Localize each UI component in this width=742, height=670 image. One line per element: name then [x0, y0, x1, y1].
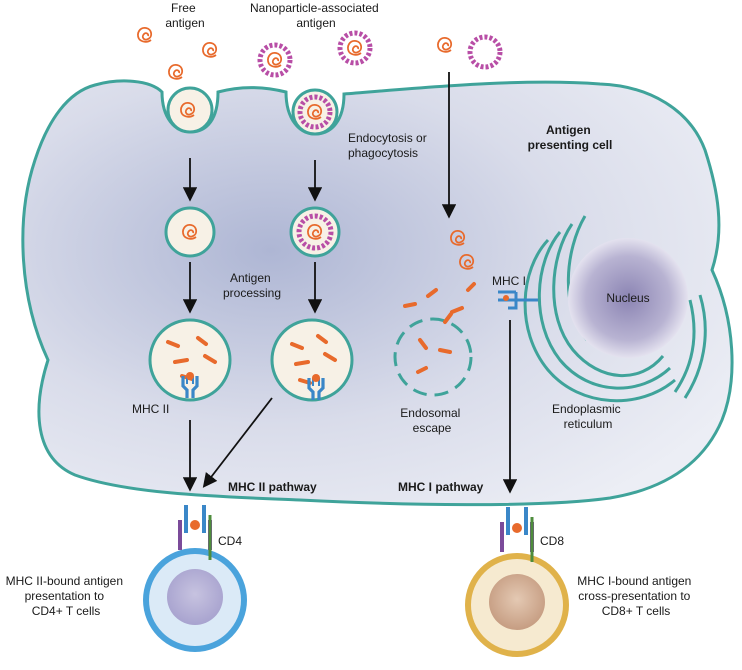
- nanoparticle-icon: [297, 94, 333, 130]
- endocytosis-label: Endocytosis or phagocytosis: [348, 131, 430, 160]
- nanoparticle-icon: [337, 30, 373, 66]
- mhc1-label: MHC I: [492, 274, 526, 288]
- antigen-processing-label: Antigen processing: [223, 271, 281, 300]
- cd4-label: CD4: [218, 534, 242, 548]
- endosomal-escape-vesicle: [393, 282, 476, 397]
- antigen-icon: [437, 36, 453, 53]
- cd4-presentation-label: MHC II-bound antigen presentation to CD4…: [6, 574, 127, 618]
- nanoparticle-icon: [467, 34, 503, 70]
- nucleus-label: Nucleus: [606, 291, 649, 305]
- cd8-presentation-label: MHC I-bound antigen cross-presentation t…: [577, 574, 694, 618]
- antigen-icon: [202, 41, 218, 58]
- nucleus: [568, 238, 688, 358]
- cd8-t-cell: [465, 507, 569, 657]
- free-antigen-pit: [166, 86, 214, 134]
- free-antigen-label: Free antigen: [165, 1, 204, 30]
- er-label: Endoplasmic reticulum: [552, 402, 624, 431]
- mhc1-molecule: [498, 290, 538, 310]
- np-antigen-vesicle: [289, 206, 341, 258]
- arrows: [182, 72, 518, 494]
- free-antigen-vesicle: [164, 206, 216, 258]
- cd8-label: CD8: [540, 534, 564, 548]
- np-antigen-label: Nanoparticle-associated antigen: [250, 1, 382, 30]
- apc-label: Antigen presenting cell: [528, 123, 613, 152]
- antigen-icon: [137, 26, 153, 43]
- endosomal-escape-label: Endosomal escape: [400, 406, 463, 435]
- nanoparticle-icon: [257, 42, 293, 78]
- antigen-icon: [168, 63, 184, 80]
- mhc2-label: MHC II: [132, 402, 169, 416]
- mhc2-processing-vesicle-left: [148, 318, 232, 402]
- mhc2-pathway-label: MHC II pathway: [228, 480, 317, 494]
- mhc2-processing-vesicle-right: [270, 318, 354, 402]
- mhc1-pathway-label: MHC I pathway: [398, 480, 484, 494]
- cd4-t-cell: [143, 505, 247, 652]
